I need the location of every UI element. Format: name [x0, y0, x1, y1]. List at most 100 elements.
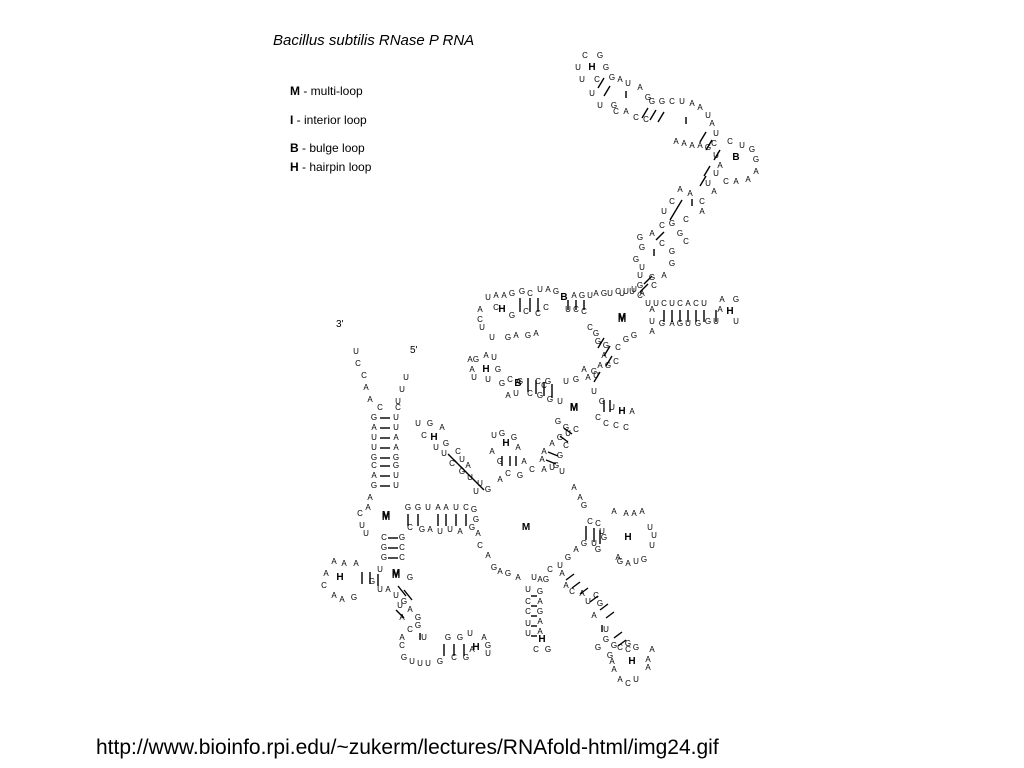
nucleotide: A [649, 327, 655, 336]
nucleotide: U [565, 429, 571, 438]
nucleotide: U [579, 75, 585, 84]
nucleotide: G [405, 503, 411, 512]
nucleotide: A [709, 119, 715, 128]
nucleotide: C [625, 645, 631, 654]
multi-loop-label: M [382, 512, 390, 523]
nucleotide: A [579, 589, 585, 598]
nucleotide: U [649, 317, 655, 326]
nucleotide: A [371, 423, 377, 432]
nucleotide: G [371, 413, 377, 422]
nucleotide: G [443, 439, 449, 448]
nucleotide: C [615, 287, 621, 296]
legend-hairpin-loop: H - hairpin loop [290, 160, 371, 174]
nucleotide: A [549, 439, 555, 448]
loop-type-label: I [685, 116, 688, 127]
nucleotide: G [705, 143, 711, 152]
nucleotide: A [571, 291, 577, 300]
nucleotide: A [537, 627, 543, 636]
nucleotide: U [393, 481, 399, 490]
nucleotide: U [531, 573, 537, 582]
nucleotide: U [603, 625, 609, 634]
nucleotide: A [323, 569, 329, 578]
nucleotide: C [395, 403, 401, 412]
nucleotide: A [513, 331, 519, 340]
nucleotide: C [723, 177, 729, 186]
nucleotide: A [469, 645, 475, 654]
nucleotide: U [733, 317, 739, 326]
nucleotide: A [591, 611, 597, 620]
nucleotide: G [669, 247, 675, 256]
nucleotide: G [473, 515, 479, 524]
nucleotide: G [557, 451, 563, 460]
nucleotide: A [733, 177, 739, 186]
nucleotide: G [611, 101, 617, 110]
nucleotide: U [491, 353, 497, 362]
nucleotide: G [625, 639, 631, 648]
nucleotide: A [497, 475, 503, 484]
nucleotide: U [425, 503, 431, 512]
nucleotide: U [397, 601, 403, 610]
nucleotide: U [607, 289, 613, 298]
nucleotide: G [473, 355, 479, 364]
nucleotide: U [421, 633, 427, 642]
nucleotide: A [439, 423, 445, 432]
nucleotide: A [563, 581, 569, 590]
five-prime-end-label: 5' [410, 345, 418, 356]
legend-text: - multi-loop [300, 84, 363, 98]
nucleotide: U [489, 333, 495, 342]
nucleotide: G [517, 471, 523, 480]
nucleotide: A [577, 493, 583, 502]
three-prime-end-label: 3' [336, 319, 344, 330]
nucleotide: C [582, 51, 588, 60]
nucleotide: U [565, 305, 571, 314]
nucleotide: U [563, 377, 569, 386]
nucleotide: U [359, 521, 365, 530]
nucleotide: G [511, 433, 517, 442]
nucleotide: U [679, 97, 685, 106]
nucleotide: A [609, 657, 615, 666]
base-pair-lines [361, 77, 721, 656]
nucleotide: U [467, 473, 473, 482]
nucleotide: A [745, 175, 751, 184]
loop-type-label: M [392, 568, 400, 579]
nucleotide: C [361, 371, 367, 380]
nucleotide: U [409, 657, 415, 666]
nucleotide: C [505, 469, 511, 478]
nucleotide: C [371, 461, 377, 470]
nucleotide: C [477, 541, 483, 550]
loop-type-label: M [382, 510, 390, 521]
nucleotide: C [573, 425, 579, 434]
nucleotide: A [629, 407, 635, 416]
nucleotide: A [489, 447, 495, 456]
nucleotide: G [649, 97, 655, 106]
nucleotide: A [717, 161, 723, 170]
nucleotide: C [527, 289, 533, 298]
nucleotide: A [571, 483, 577, 492]
nucleotide: U [631, 285, 637, 294]
source-url[interactable]: http://www.bioinfo.rpi.edu/~zukerm/lectu… [96, 736, 719, 759]
nucleotide: G [457, 633, 463, 642]
nucleotide: G [509, 289, 515, 298]
nucleotide: G [649, 273, 655, 282]
nucleotide: A [625, 559, 631, 568]
loop-type-label: H [336, 572, 343, 583]
nucleotide: G [605, 361, 611, 370]
nucleotide: A [541, 465, 547, 474]
loop-type-label: B [514, 378, 521, 389]
nucleotide: A [465, 461, 471, 470]
nucleotide: C [547, 565, 553, 574]
slide-title: Bacillus subtilis RNase P RNA [273, 32, 475, 49]
nucleotide: A [717, 305, 723, 314]
nucleotide: G [415, 613, 421, 622]
nucleotide: U [653, 299, 659, 308]
nucleotide: U [377, 565, 383, 574]
nucleotide: G [459, 467, 465, 476]
nucleotide: G [485, 641, 491, 650]
nucleotide: U [651, 531, 657, 540]
nucleotide: G [595, 545, 601, 554]
nucleotide: G [401, 653, 407, 662]
nucleotide: C [587, 323, 593, 332]
nucleotide: C [449, 459, 455, 468]
nucleotide: U [591, 387, 597, 396]
